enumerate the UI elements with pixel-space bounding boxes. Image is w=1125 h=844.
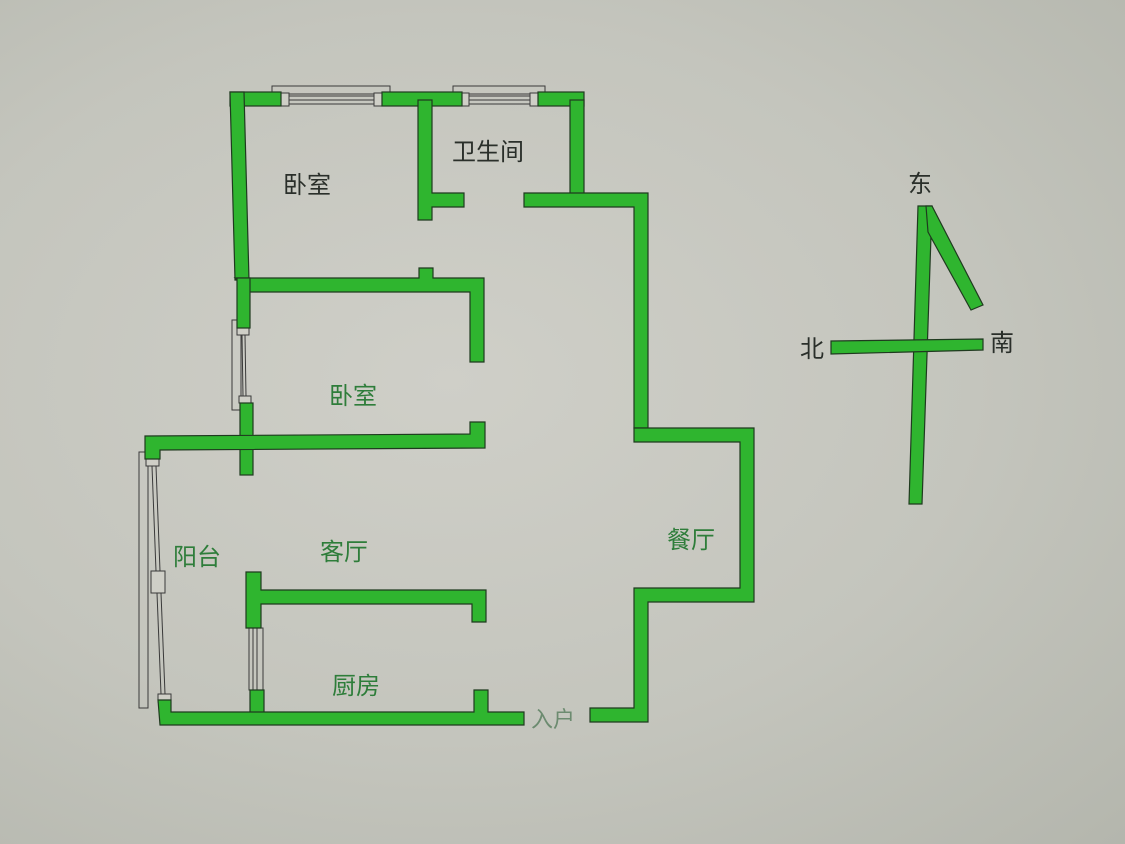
window-balcony <box>138 451 172 709</box>
room-label-balcony: 阳台 <box>173 543 221 571</box>
window-kitchen <box>248 627 264 691</box>
room-label-bathroom: 卫生间 <box>452 138 524 166</box>
room-label-dining-room: 餐厅 <box>667 526 715 554</box>
room-label-kitchen: 厨房 <box>332 672 380 700</box>
compass-label-north: 北 <box>800 335 824 363</box>
room-label-bedroom-top: 卧室 <box>283 171 331 199</box>
window-middle-bedroom <box>231 319 252 411</box>
compass-label-east: 东 <box>908 170 932 198</box>
room-label-living-room: 客厅 <box>320 538 368 566</box>
window-bathroom <box>452 85 546 107</box>
entrance-label: 入户 <box>531 708 576 733</box>
compass-icon <box>830 205 984 505</box>
room-label-bedroom-middle: 卧室 <box>329 382 377 410</box>
window-top-bedroom <box>271 85 391 107</box>
compass-label-south: 南 <box>990 329 1014 357</box>
walls <box>144 91 755 726</box>
